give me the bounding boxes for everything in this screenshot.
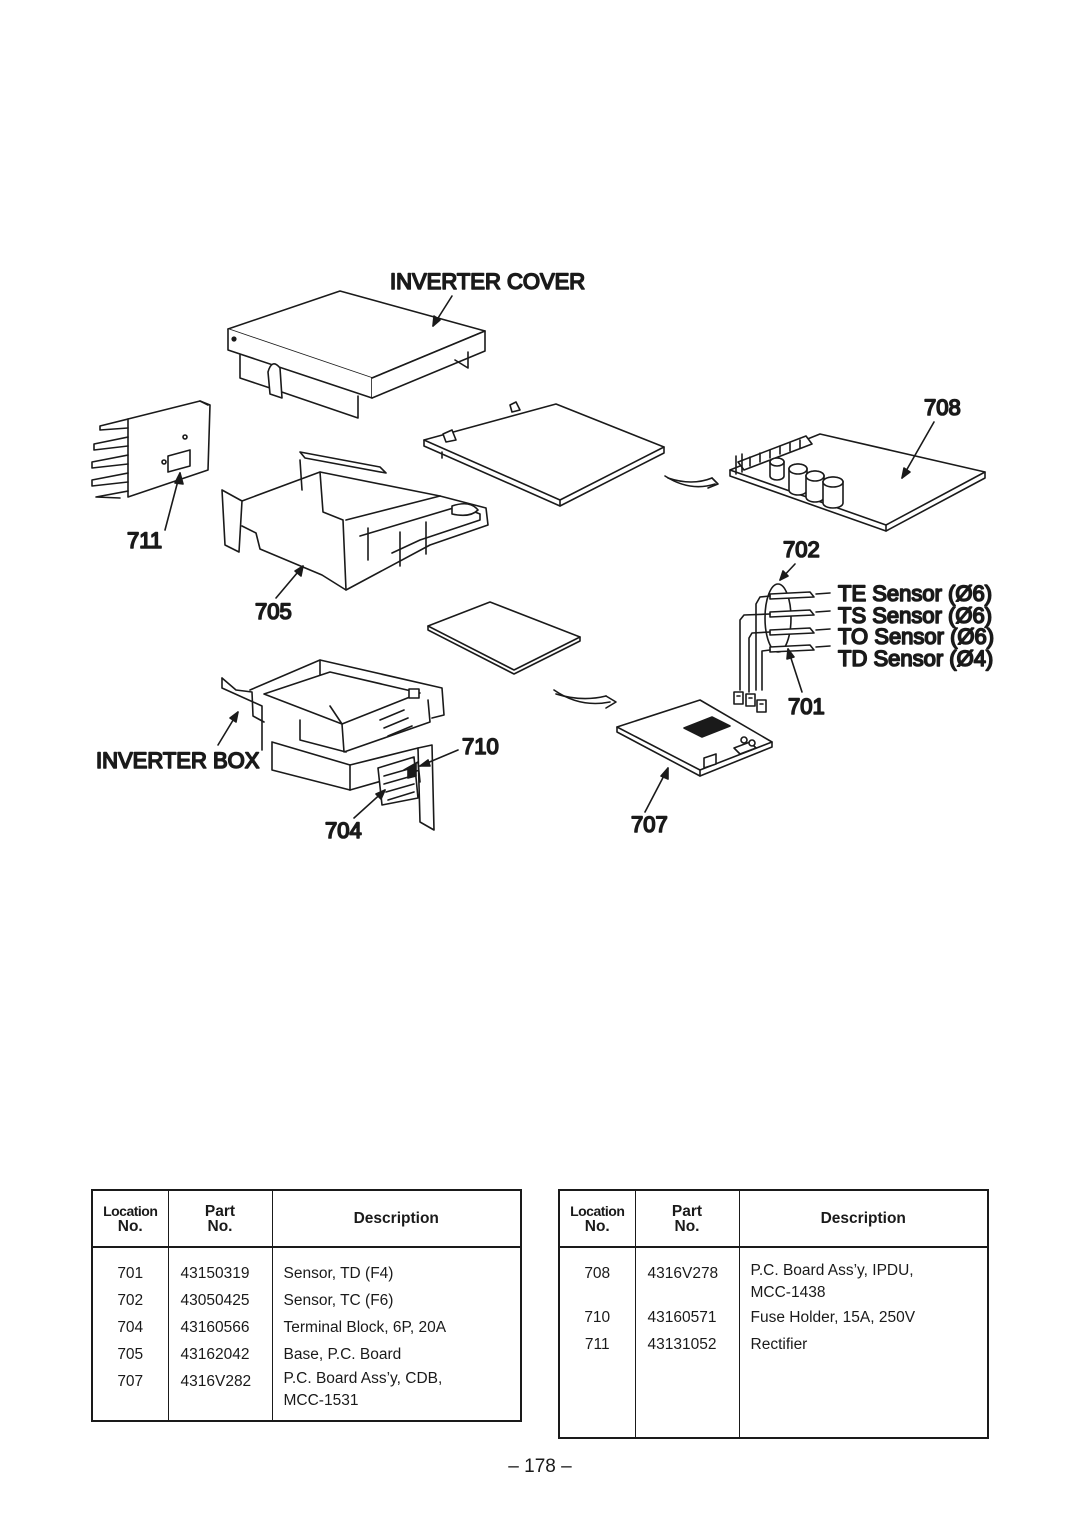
rectifier-heatsink-drawing [91, 400, 211, 499]
svg-text:707: 707 [631, 812, 668, 837]
svg-text:702: 702 [783, 537, 820, 562]
svg-text:705: 705 [255, 599, 292, 624]
table-row: 711 43131052 Rectifier [559, 1331, 988, 1358]
label-701: 701 [786, 648, 826, 720]
sensor-harness-drawing [733, 583, 831, 713]
table-row: 710 43160571 Fuse Holder, 15A, 250V [559, 1304, 988, 1331]
svg-text:710: 710 [462, 734, 499, 759]
sensor-label-to: TO Sensor (Ø6) [838, 624, 994, 649]
table-row-empty [559, 1358, 988, 1438]
col-description: Description [272, 1190, 521, 1248]
label-711: 711 [126, 472, 184, 554]
sensor-labels: TE Sensor (Ø6) TS Sensor (Ø6) TO Sensor … [837, 580, 995, 672]
sensor-label-td: TD Sensor (Ø4) [838, 646, 993, 671]
arrow-to-707 [553, 689, 617, 709]
pc-board-base-drawing [221, 451, 489, 591]
parts-table-left: Location No. Part No. Description 701 43… [91, 1189, 522, 1422]
label-702: 702 [779, 536, 821, 581]
ipdu-board-drawing [729, 433, 986, 532]
arrow-to-708 [664, 475, 719, 489]
col-description: Description [739, 1190, 988, 1248]
insulation-sheet-drawing [427, 601, 581, 675]
sensor-label-ts: TS Sensor (Ø6) [838, 603, 992, 628]
page-number: – 178 – [508, 1456, 572, 1477]
table-row: 707 4316V282 P.C. Board Ass’y, CDB, MCC-… [92, 1368, 521, 1421]
cdb-board-drawing [616, 699, 773, 777]
table-header-row: Location No. Part No. Description [559, 1190, 988, 1248]
svg-text:708: 708 [924, 395, 961, 420]
svg-text:701: 701 [788, 694, 825, 719]
table-row: 708 4316V278 P.C. Board Ass’y, IPDU, MCC… [559, 1247, 988, 1304]
exploded-parts-diagram: INVERTER COVER 711 705 [91, 268, 995, 844]
svg-text:704: 704 [325, 818, 362, 843]
label-inverter-box: INVERTER BOX [95, 711, 261, 774]
inverter-box-drawing [221, 659, 445, 831]
svg-text:INVERTER BOX: INVERTER BOX [96, 748, 260, 773]
inverter-cover-label: INVERTER COVER [389, 268, 586, 327]
col-location: Location No. [559, 1190, 636, 1248]
inverter-cover-drawing [227, 290, 486, 419]
col-part-no: Part No. [168, 1190, 273, 1248]
label-707: 707 [630, 767, 669, 838]
table-row: 702 43050425 Sensor, TC (F6) [92, 1287, 521, 1314]
label-704: 704 [324, 789, 386, 844]
table-row: 705 43162042 Base, P.C. Board [92, 1341, 521, 1368]
svg-text:INVERTER COVER: INVERTER COVER [390, 269, 585, 294]
label-705: 705 [254, 565, 304, 625]
table-row: 701 43150319 Sensor, TD (F4) [92, 1247, 521, 1287]
parts-table-right: Location No. Part No. Description 708 43… [558, 1189, 989, 1439]
col-part-no: Part No. [635, 1190, 740, 1248]
svg-text:711: 711 [127, 528, 162, 553]
pc-board-plate-drawing [423, 401, 665, 507]
table-header-row: Location No. Part No. Description [92, 1190, 521, 1248]
label-710: 710 [419, 733, 500, 767]
col-location: Location No. [92, 1190, 169, 1248]
table-row: 704 43160566 Terminal Block, 6P, 20A [92, 1314, 521, 1341]
sensor-label-te: TE Sensor (Ø6) [838, 581, 992, 606]
label-708: 708 [901, 394, 962, 479]
